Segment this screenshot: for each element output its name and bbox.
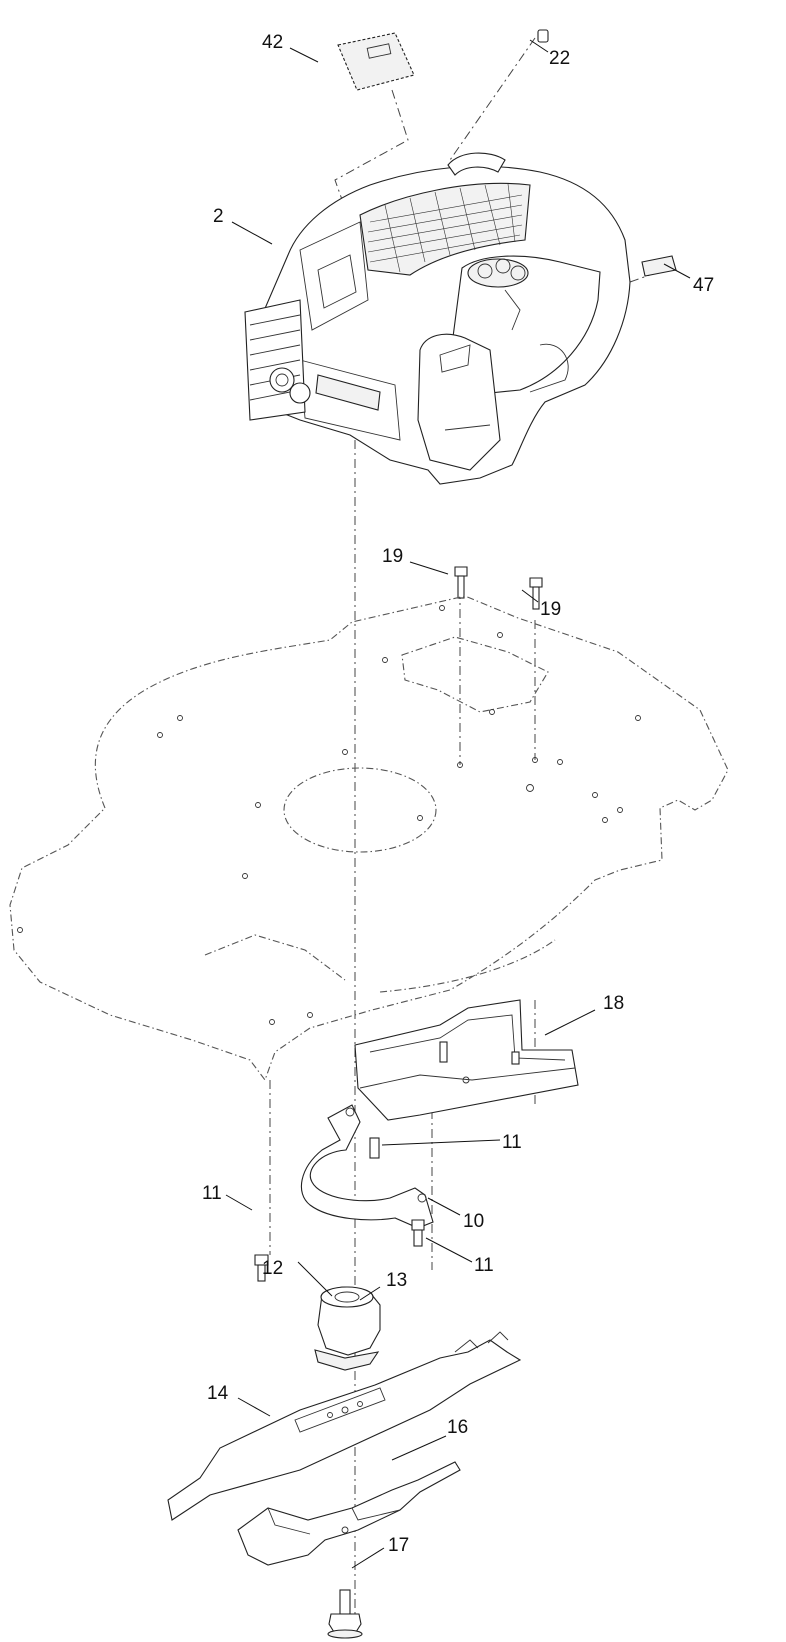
callout-19-left: 19 bbox=[382, 546, 403, 567]
callout-11-left: 11 bbox=[202, 1183, 222, 1204]
bolt-19-left bbox=[454, 566, 468, 599]
screw-11-right bbox=[411, 1219, 425, 1247]
callout-11-lower: 11 bbox=[474, 1255, 494, 1276]
label-47 bbox=[641, 255, 677, 277]
callout-2: 2 bbox=[213, 206, 224, 227]
decal-42 bbox=[337, 32, 415, 91]
callout-47: 47 bbox=[693, 275, 714, 296]
plug-22 bbox=[537, 29, 549, 43]
mower-deck bbox=[9, 595, 729, 1082]
callout-18: 18 bbox=[603, 993, 624, 1014]
callout-42: 42 bbox=[262, 32, 283, 53]
callout-17: 17 bbox=[388, 1535, 409, 1556]
callout-14: 14 bbox=[207, 1383, 229, 1404]
blade-adapter-13 bbox=[314, 1286, 381, 1371]
leader-lines bbox=[225, 39, 691, 1569]
blade-bolt-17 bbox=[327, 1589, 363, 1639]
mulch-insert-16 bbox=[237, 1461, 461, 1566]
bracket-10 bbox=[301, 1104, 434, 1229]
callout-22: 22 bbox=[549, 48, 570, 69]
callout-13: 13 bbox=[386, 1270, 407, 1291]
callout-16: 16 bbox=[447, 1417, 468, 1438]
screw-11-left bbox=[254, 1254, 269, 1282]
callout-11-upper: 11 bbox=[502, 1132, 522, 1153]
baffle-18 bbox=[354, 999, 579, 1121]
bolt-19-right bbox=[529, 577, 543, 610]
callout-labels: 42 22 2 47 19 19 18 11 11 10 11 12 13 14… bbox=[202, 32, 714, 1556]
engine-2 bbox=[244, 152, 631, 485]
callout-12: 12 bbox=[262, 1258, 283, 1279]
blade-14 bbox=[167, 1331, 522, 1521]
callout-10: 10 bbox=[463, 1211, 484, 1232]
callout-19-right: 19 bbox=[540, 599, 561, 620]
